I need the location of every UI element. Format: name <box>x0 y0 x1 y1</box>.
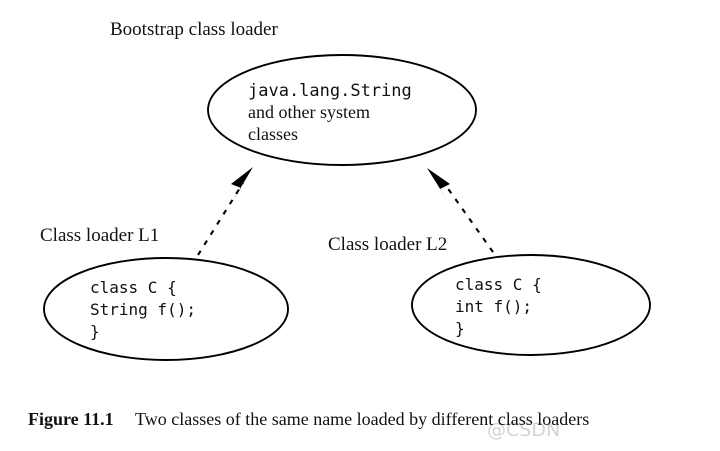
class-c-l2-ellipse <box>411 254 651 356</box>
delegation-arrow-right-line <box>443 182 494 253</box>
class-c-l2-line-1: class C { <box>455 275 542 294</box>
class-c-l2-line-3: } <box>455 319 465 338</box>
class-c-l2-line-2: int f(); <box>455 297 532 316</box>
class-c-l1-line-2: String f(); <box>90 300 196 319</box>
bootstrap-node-line-1: java.lang.String <box>248 81 412 101</box>
class-c-l1-ellipse <box>43 257 289 361</box>
delegation-arrow-left-line <box>197 182 244 256</box>
bootstrap-node-line-2: and other system <box>248 102 370 122</box>
class-loader-l1-label: Class loader L1 <box>40 225 159 246</box>
bootstrap-node-line-3: classes <box>248 124 298 144</box>
figure-caption-text: Two classes of the same name loaded by d… <box>135 409 589 429</box>
delegation-arrow-left-head <box>231 167 253 199</box>
bootstrap-class-loader-ellipse <box>207 54 477 166</box>
figure-caption-number: Figure 11.1 <box>28 409 114 429</box>
class-c-l1-line-3: } <box>90 322 100 341</box>
watermark-text: @CSDN <box>487 419 560 441</box>
bootstrap-class-loader-label: Bootstrap class loader <box>110 19 278 40</box>
class-c-l1-line-1: class C { <box>90 278 177 297</box>
class-loader-l2-label: Class loader L2 <box>328 234 447 255</box>
delegation-arrow-right-head <box>427 168 450 200</box>
